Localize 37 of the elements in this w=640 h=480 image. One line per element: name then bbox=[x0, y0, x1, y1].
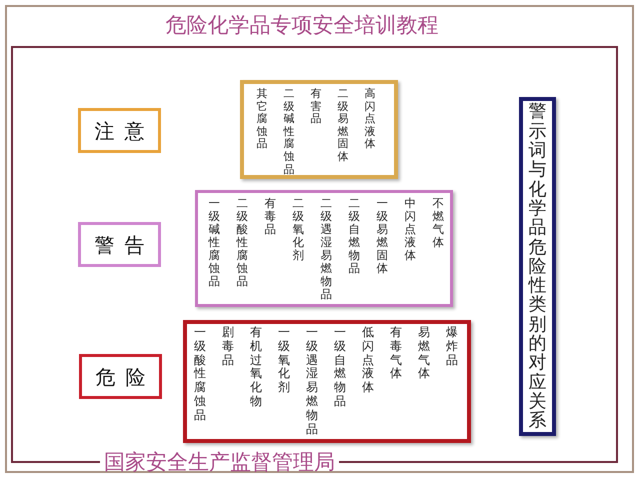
category-item: 一级氧化剂 bbox=[278, 326, 290, 395]
category-item: 一级易燃固体 bbox=[376, 197, 388, 275]
category-item: 二级易燃固体 bbox=[338, 88, 348, 164]
signal-word: 危险 bbox=[96, 364, 146, 388]
signal-word: 注意 bbox=[94, 118, 144, 142]
category-item: 二级酸性腐蚀品 bbox=[236, 197, 248, 288]
category-list-box bbox=[183, 320, 471, 443]
caption-text: 警示词与化学品危险性类别的对应关系 bbox=[528, 102, 546, 431]
category-item: 有机过氧化物 bbox=[250, 326, 262, 409]
category-item: 一级酸性腐蚀品 bbox=[194, 326, 206, 423]
category-item: 爆炸品 bbox=[446, 326, 458, 368]
signal-word-box bbox=[78, 222, 161, 267]
category-item: 不燃气体 bbox=[432, 197, 444, 249]
title: 危险化学品专项安全培训教程 bbox=[166, 12, 438, 38]
category-item: 有毒气体 bbox=[390, 326, 402, 382]
category-item: 其它腐蚀品 bbox=[256, 88, 268, 151]
category-item: 一级遇湿易燃物品 bbox=[306, 326, 318, 436]
category-item: 剧毒品 bbox=[222, 326, 234, 368]
signal-word-box bbox=[79, 354, 162, 399]
category-list-box bbox=[240, 80, 398, 179]
category-item: 易燃气体 bbox=[418, 326, 430, 382]
category-item: 二级自燃物品 bbox=[348, 197, 360, 275]
category-item: 二级氧化剂 bbox=[292, 197, 304, 262]
category-item: 高闪点液体 bbox=[364, 88, 376, 151]
category-item: 中闪点液体 bbox=[404, 197, 416, 262]
category-item: 二级遇湿易燃物品 bbox=[320, 197, 332, 301]
issuer-text: 国家安全生产监督管理局 bbox=[104, 449, 335, 475]
category-item: 有毒品 bbox=[264, 197, 276, 236]
signal-word: 警告 bbox=[94, 232, 144, 256]
category-item: 二级碱性腐蚀品 bbox=[284, 88, 294, 176]
category-list-box bbox=[195, 190, 453, 307]
signal-word-box bbox=[78, 108, 161, 153]
caption-box bbox=[519, 97, 556, 436]
category-item: 有害品 bbox=[310, 88, 322, 126]
category-item: 一级自燃物品 bbox=[334, 326, 346, 409]
category-item: 低闪点液体 bbox=[362, 326, 374, 395]
category-item: 一级碱性腐蚀品 bbox=[208, 197, 220, 288]
